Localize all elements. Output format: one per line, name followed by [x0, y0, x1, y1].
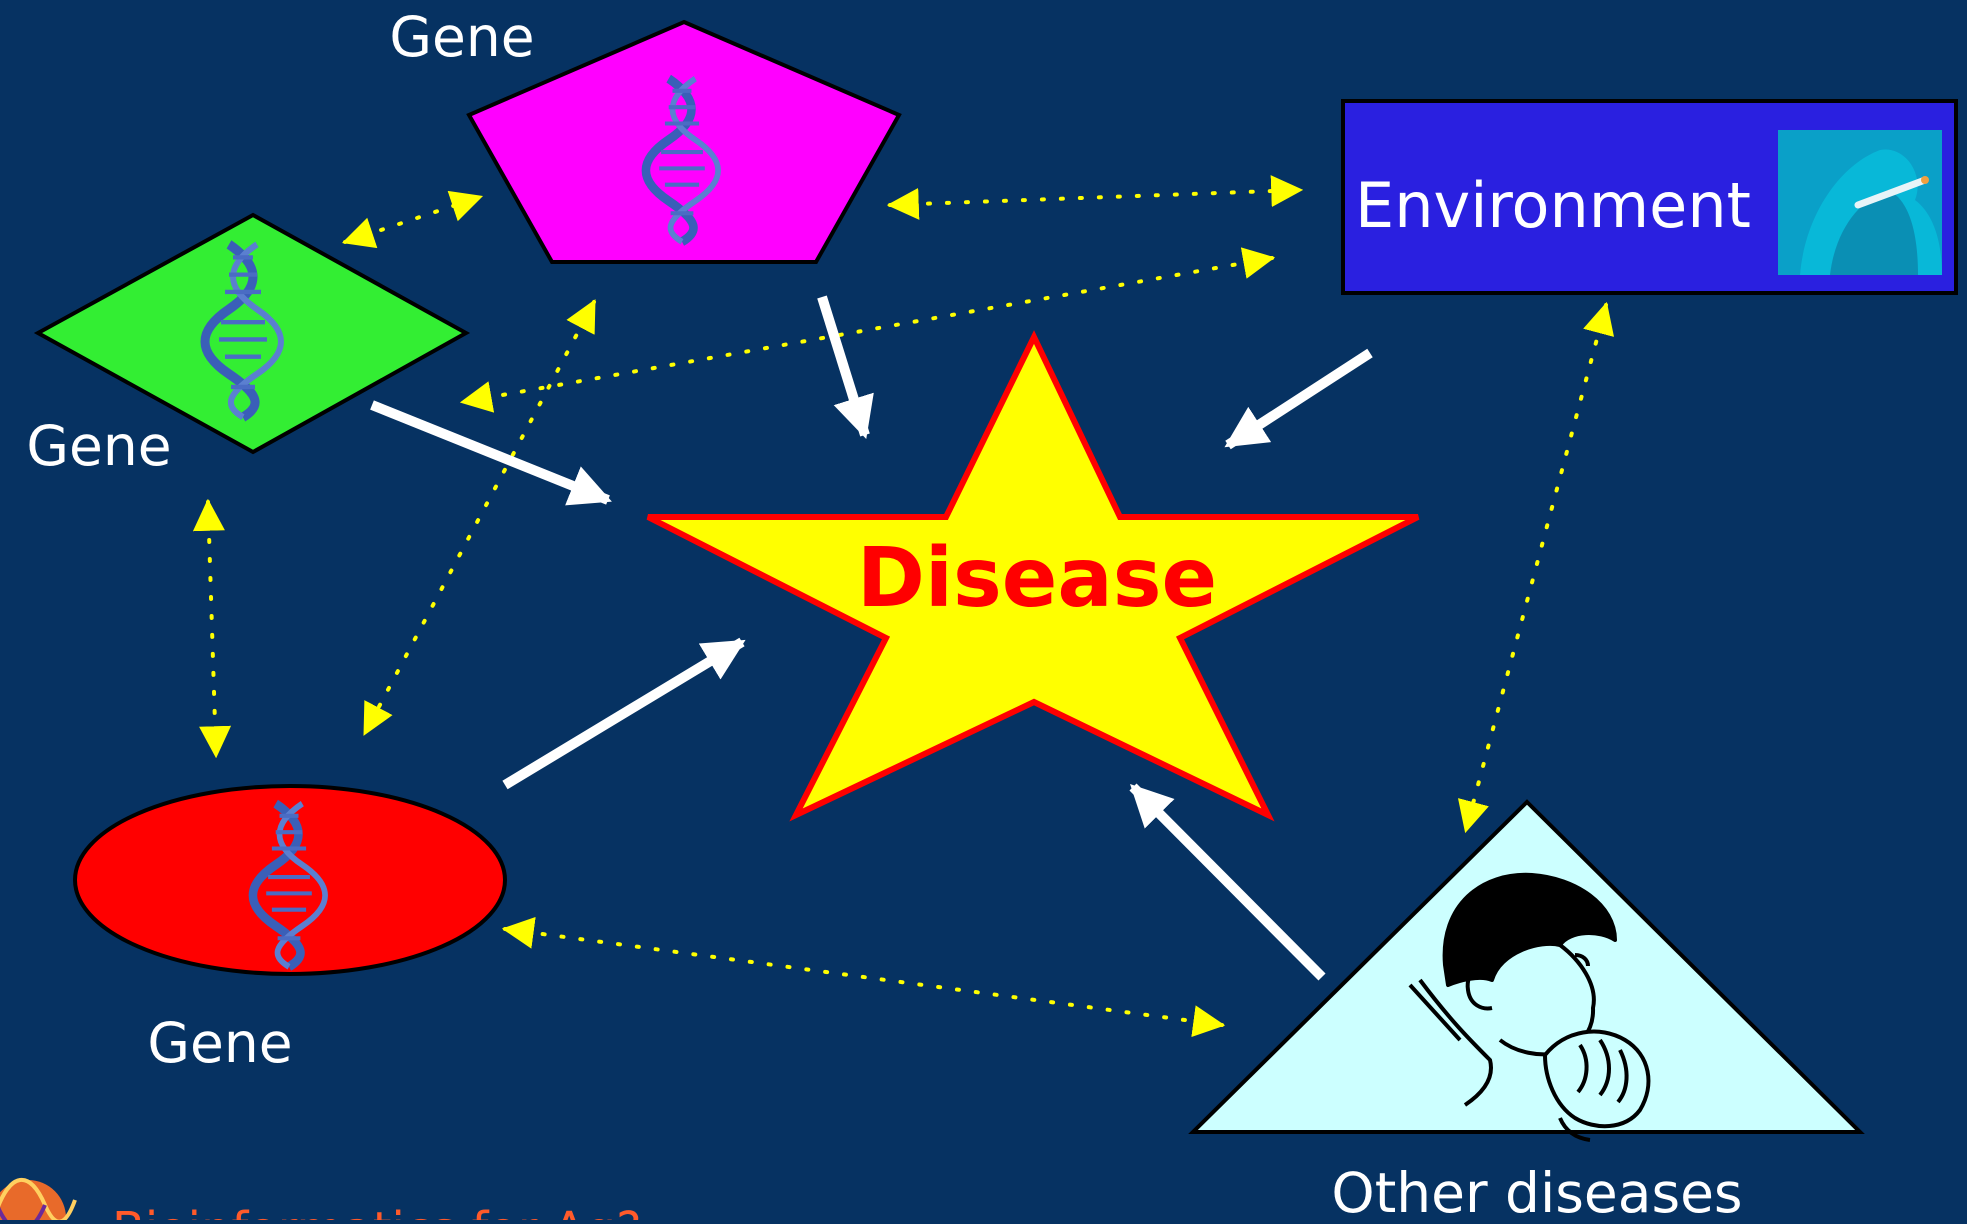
footer: Bioinformatics for Ag? [0, 1180, 642, 1220]
interaction-arrow-environment-other-diseases [1466, 305, 1606, 830]
gene-node-left: Gene [26, 215, 466, 478]
causal-arrow-gene-bottom-disease [505, 642, 742, 785]
causal-arrow-gene-left-disease [372, 405, 608, 500]
causal-arrow-other-diseases-disease [1133, 787, 1322, 977]
bioinformatics-logo [0, 1180, 75, 1220]
interaction-arrow-gene-top-environment [890, 190, 1300, 205]
smoking-hand-photo [1778, 130, 1942, 275]
disease-label: Disease [857, 531, 1217, 626]
interaction-arrow-gene-left-gene-top [345, 197, 480, 242]
gene-bottom-label: Gene [147, 1011, 292, 1075]
other-diseases-label: Other diseases [1331, 1161, 1742, 1220]
interaction-arrow-gene-left-gene-bottom [208, 502, 216, 755]
gene-left-label: Gene [26, 414, 171, 478]
gene-node-top: Gene [389, 5, 899, 262]
interaction-arrow-gene-bottom-other-diseases [505, 929, 1222, 1025]
footer-text: Bioinformatics for Ag? [112, 1202, 642, 1220]
disease-star: Disease [648, 337, 1418, 815]
causal-arrow-environment-disease [1228, 353, 1370, 445]
gene-top-label: Gene [389, 5, 534, 69]
other-diseases-node: Other diseases [1193, 802, 1860, 1220]
causal-arrow-gene-top-disease [822, 297, 865, 435]
causal-arrows [372, 297, 1370, 977]
environment-label: Environment [1355, 169, 1751, 242]
gene-node-bottom: Gene [75, 786, 505, 1075]
interaction-arrow-environment-gene-left [463, 258, 1272, 402]
environment-node: Environment [1343, 101, 1956, 293]
